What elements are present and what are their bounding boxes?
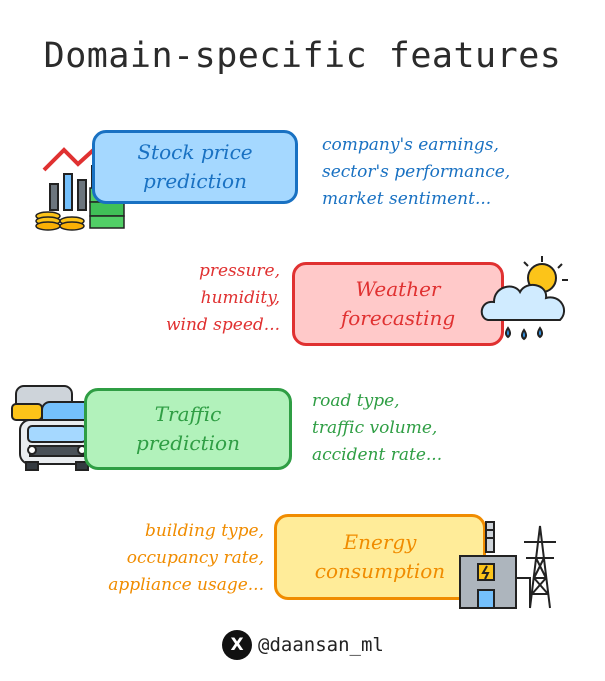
- energy-features: building type, occupancy rate, appliance…: [84, 518, 264, 599]
- energy-feature: building type,: [144, 521, 264, 541]
- traffic-label-line-2: prediction: [136, 431, 240, 455]
- weather-feature: pressure,: [198, 261, 280, 281]
- weather-label-line-2: forecasting: [340, 306, 456, 330]
- power-plant-tower-icon: [459, 521, 556, 609]
- weather-label-line-1: Weather: [355, 277, 441, 301]
- traffic-prediction-box: Traffic prediction: [84, 388, 292, 470]
- x-logo-icon: X: [222, 630, 252, 660]
- weather-forecasting-box: Weather forecasting: [292, 262, 504, 346]
- energy-consumption-box: Energy consumption: [274, 514, 486, 600]
- weather-features: pressure, humidity, wind speed...: [134, 258, 280, 339]
- traffic-label-line-1: Traffic: [154, 402, 222, 426]
- footer: X @daansan_ml: [222, 630, 384, 660]
- traffic-feature: accident rate...: [312, 445, 443, 465]
- page-title: Domain-specific features: [43, 36, 562, 76]
- traffic-features: road type, traffic volume, accident rate…: [312, 388, 442, 469]
- stock-feature: company's earnings,: [322, 135, 499, 155]
- energy-feature: appliance usage...: [108, 575, 264, 595]
- stock-feature: market sentiment...: [322, 189, 492, 209]
- sun-cloud-rain-icon: [480, 256, 568, 341]
- traffic-feature: traffic volume,: [312, 418, 438, 438]
- weather-feature: humidity,: [200, 288, 280, 308]
- stock-price-prediction-box: Stock price prediction: [92, 130, 298, 204]
- energy-label-line-1: Energy: [343, 530, 417, 554]
- stock-label-line-1: Stock price: [137, 140, 253, 164]
- weather-feature: wind speed...: [165, 315, 280, 335]
- stock-features: company's earnings, sector's performance…: [322, 132, 510, 213]
- author-handle[interactable]: @daansan_ml: [258, 634, 384, 656]
- stock-feature: sector's performance,: [322, 162, 511, 182]
- traffic-feature: road type,: [312, 391, 400, 411]
- energy-feature: occupancy rate,: [126, 548, 264, 568]
- energy-label-line-2: consumption: [314, 559, 446, 583]
- stock-label-line-2: prediction: [143, 169, 247, 193]
